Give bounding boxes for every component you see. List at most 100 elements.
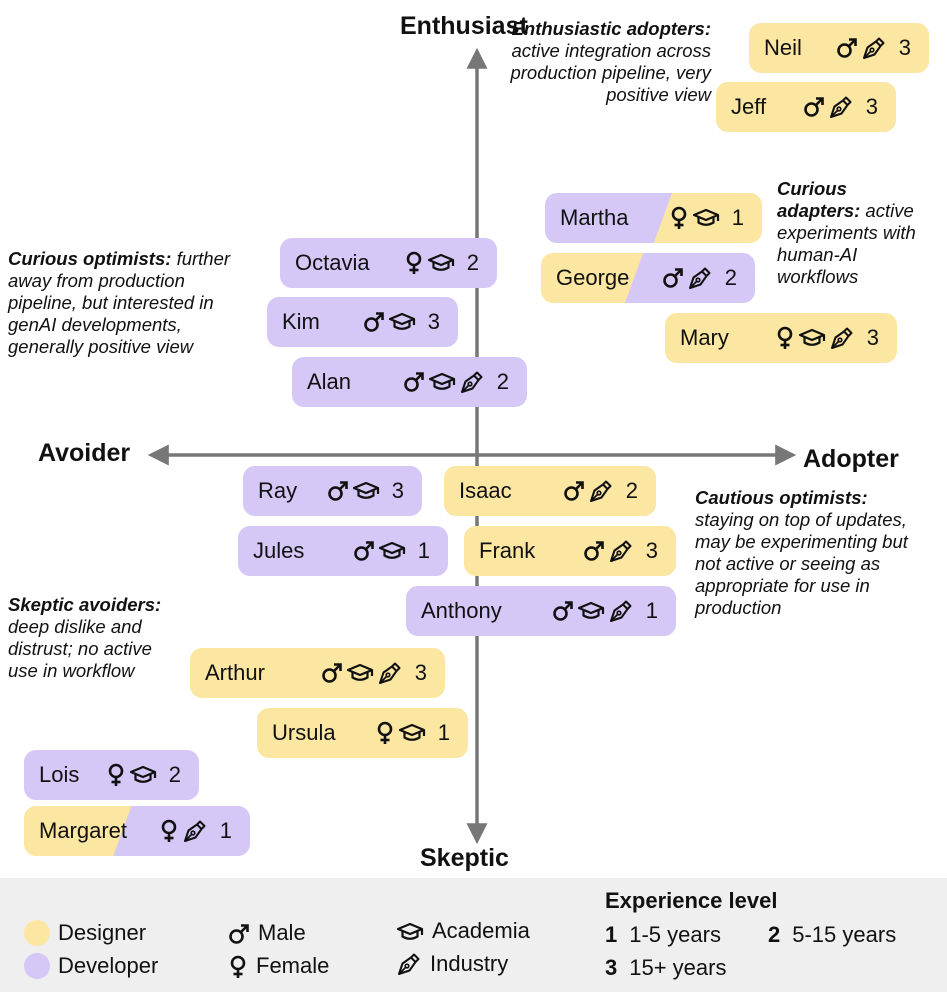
graduation-cap-icon: [378, 540, 406, 562]
participant-icons: [404, 251, 455, 275]
female-icon: [775, 326, 795, 350]
legend-developer-label: Developer: [58, 953, 159, 978]
participant-chip-lois: Lois 2: [24, 750, 199, 800]
pen-nib-icon: [588, 478, 614, 504]
participant-name: Isaac: [459, 478, 512, 503]
participant-icons: [662, 265, 713, 291]
participant-chip-alan: Alan 2: [292, 357, 527, 407]
pen-nib-icon: [687, 265, 713, 291]
participant-level: 2: [724, 265, 737, 290]
graduation-cap-icon: [129, 764, 157, 786]
legend-male: Male: [228, 920, 306, 946]
developer-swatch: [24, 953, 50, 979]
participant-level: 2: [466, 250, 479, 275]
graduation-cap-icon: [388, 311, 416, 333]
participant-icons: [159, 818, 208, 844]
experience-title: Experience level: [605, 888, 778, 913]
pen-nib-icon: [861, 35, 887, 61]
participant-level: 1: [219, 818, 232, 843]
male-icon: [353, 540, 375, 562]
note-cautious-optimists: Cautious optimists: staying on top of up…: [695, 487, 908, 618]
female-icon: [404, 251, 424, 275]
participant-name: Mary: [680, 325, 729, 350]
participant-level: 2: [168, 762, 181, 787]
participant-name: Jules: [253, 538, 305, 563]
male-icon: [563, 480, 585, 502]
legend-female: Female: [228, 953, 329, 979]
participant-name: Alan: [307, 369, 352, 394]
pen-nib-icon: [608, 598, 634, 624]
graduation-cap-icon: [396, 918, 424, 944]
participant-icons: [563, 478, 614, 504]
participant-level: 3: [414, 660, 427, 685]
male-icon: [403, 371, 425, 393]
axis-label-right: Adopter: [803, 445, 899, 473]
male-icon: [803, 96, 825, 118]
participant-level: 2: [496, 369, 509, 394]
participant-chip-arthur: Arthur 3: [190, 648, 445, 698]
female-icon: [159, 819, 179, 843]
male-icon: [363, 311, 385, 333]
note-skeptic-avoiders: Skeptic avoiders: deep dislike and distr…: [8, 594, 162, 681]
participant-level: 2: [625, 478, 638, 503]
participant-icons: [836, 35, 887, 61]
axis-label-top: Enthusiast: [400, 12, 528, 40]
legend-female-label: Female: [256, 953, 330, 979]
note-enthusiastic-adopters: Enthusiastic adopters: active integratio…: [510, 18, 711, 105]
participant-level: 3: [898, 35, 911, 60]
participant-icons: [775, 325, 855, 351]
male-icon: [321, 662, 343, 684]
participant-chip-kim: Kim 3: [267, 297, 458, 347]
pen-nib-icon: [608, 538, 634, 564]
participant-icons: [353, 540, 406, 562]
participant-name: Octavia: [295, 250, 370, 275]
participant-level: 3: [645, 538, 658, 563]
female-icon: [106, 763, 126, 787]
male-icon: [552, 600, 574, 622]
participant-chip-mary: Mary 3: [665, 313, 897, 363]
legend-designer-label: Designer: [58, 920, 147, 945]
participant-name: George: [556, 265, 630, 290]
participant-icons: [552, 598, 634, 624]
participant-name: Martha: [560, 205, 629, 230]
participant-name: Arthur: [205, 660, 265, 685]
note-curious-adapters: Curious adapters: active experiments wit…: [777, 178, 916, 287]
participant-level: 3: [866, 325, 879, 350]
participant-chip-octavia: Octavia 2: [280, 238, 497, 288]
participant-icons: [106, 763, 157, 787]
axis-label-left: Avoider: [38, 439, 131, 467]
male-icon: [327, 480, 349, 502]
participant-chip-anthony: Anthony 1: [406, 586, 676, 636]
participant-icons: [327, 480, 380, 502]
pen-nib-icon: [829, 325, 855, 351]
pen-nib-icon: [396, 950, 422, 977]
graduation-cap-icon: [577, 600, 605, 622]
participant-name: Margaret: [39, 818, 128, 843]
participant-level: 3: [391, 478, 404, 503]
participant-name: Ray: [258, 478, 298, 503]
participant-chip-frank: Frank 3: [464, 526, 676, 576]
participant-icons: [583, 538, 634, 564]
participant-chip-neil: Neil 3: [749, 23, 929, 73]
participant-chip-george: George 2: [541, 253, 755, 303]
participant-level: 1: [437, 720, 450, 745]
participant-icons: [363, 311, 416, 333]
axes-arrows: [147, 47, 797, 845]
legend-male-label: Male: [258, 920, 306, 945]
participant-name: Lois: [39, 762, 80, 787]
male-icon: [662, 267, 684, 289]
participant-level: 1: [731, 205, 744, 230]
participant-chip-martha: Martha 1: [545, 193, 762, 243]
male-icon: [583, 540, 605, 562]
participant-level: 1: [645, 598, 658, 623]
graduation-cap-icon: [427, 252, 455, 274]
participant-chip-isaac: Isaac 2: [444, 466, 656, 516]
participant-chip-jeff: Jeff 3: [716, 82, 896, 132]
note-curious-optimists: Curious optimists: further away from pro…: [8, 248, 231, 357]
graduation-cap-icon: [398, 722, 426, 744]
participant-chip-jules: Jules 1: [238, 526, 448, 576]
graduation-cap-icon: [798, 327, 826, 349]
